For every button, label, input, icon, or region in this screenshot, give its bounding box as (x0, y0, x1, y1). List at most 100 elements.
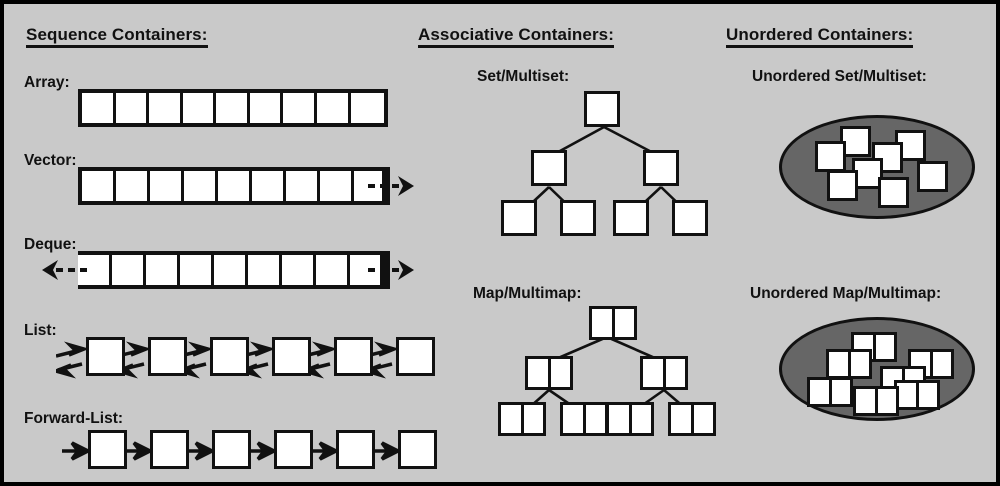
forward-list-node (398, 430, 437, 469)
node-cell (818, 144, 843, 169)
node-cell (881, 180, 906, 205)
heading-associative-containers: Associative Containers: (418, 26, 614, 48)
node-value-cell (832, 380, 851, 404)
node-key-cell (829, 352, 851, 376)
unordered-set-item (815, 141, 846, 172)
node-value-cell (851, 352, 870, 376)
node-cell (563, 203, 593, 233)
list-node (148, 337, 187, 376)
forward-list-node (150, 430, 189, 469)
node-key-cell (810, 380, 832, 404)
array-cell (316, 93, 351, 123)
array-cell (82, 93, 116, 123)
map-tree-leaf-node (668, 402, 716, 436)
vector-cell (320, 171, 354, 201)
set-tree-leaf-node (501, 200, 537, 236)
node-value-cell (524, 405, 544, 433)
deque-strip (78, 251, 390, 289)
set-tree-leaf-node (672, 200, 708, 236)
array-cell (350, 93, 385, 123)
node-cell (616, 203, 646, 233)
set-tree-internal-node (531, 150, 567, 186)
array-cell (115, 93, 150, 123)
node-value-cell (632, 405, 652, 433)
vector-cell (150, 171, 184, 201)
set-tree-root-node (584, 91, 620, 127)
unordered-set-item (917, 161, 948, 192)
set-tree-leaf-node (560, 200, 596, 236)
node-key-cell (563, 405, 586, 433)
array-cell (149, 93, 183, 123)
deque-cell (214, 255, 248, 285)
deque-cell (282, 255, 316, 285)
vector-cell (116, 171, 150, 201)
deque-cell (316, 255, 350, 285)
node-key-cell (911, 352, 933, 376)
node-key-cell (671, 405, 694, 433)
heading-unordered-containers: Unordered Containers: (726, 26, 914, 48)
node-value-cell (551, 359, 571, 387)
label-forward-list: Forward-List: (24, 410, 124, 427)
map-tree-leaf-node (606, 402, 654, 436)
unordered-set-item (878, 177, 909, 208)
list-node (272, 337, 311, 376)
vector-cell (184, 171, 218, 201)
vector-cell (82, 171, 116, 201)
array-strip (78, 89, 388, 127)
list-links (56, 341, 396, 379)
vector-growth-arrow-icon (368, 176, 414, 196)
label-deque: Deque: (24, 236, 77, 253)
vector-strip (78, 167, 390, 205)
node-value-cell (919, 383, 938, 407)
vector-cell (286, 171, 320, 201)
node-key-cell (856, 389, 878, 413)
node-value-cell (933, 352, 952, 376)
deque-cell (248, 255, 282, 285)
heading-sequence-containers: Sequence Containers: (26, 26, 208, 48)
node-key-cell (501, 405, 524, 433)
node-value-cell (694, 405, 714, 433)
deque-cell (112, 255, 146, 285)
list-node (334, 337, 373, 376)
label-set-multiset: Set/Multiset: (477, 68, 570, 85)
forward-list-links (62, 441, 402, 461)
node-cell (843, 129, 868, 154)
node-key-cell (609, 405, 632, 433)
label-list: List: (24, 322, 57, 339)
map-tree-internal-node (640, 356, 688, 390)
node-cell (855, 161, 880, 186)
node-cell (646, 153, 676, 183)
label-unordered-set-multiset: Unordered Set/Multiset: (752, 68, 927, 85)
node-key-cell (897, 383, 919, 407)
forward-list-node (212, 430, 251, 469)
set-tree-internal-node (643, 150, 679, 186)
map-tree-leaf-node (498, 402, 546, 436)
node-value-cell (586, 405, 606, 433)
map-tree-leaf-node (560, 402, 608, 436)
node-value-cell (615, 309, 635, 337)
node-value-cell (878, 389, 897, 413)
unordered-map-item (853, 386, 899, 416)
deque-cell (180, 255, 214, 285)
vector-cell (252, 171, 286, 201)
forward-list-node (88, 430, 127, 469)
label-unordered-map-multimap: Unordered Map/Multimap: (750, 285, 942, 302)
label-array: Array: (24, 74, 70, 91)
node-cell (504, 203, 534, 233)
vector-cell (218, 171, 252, 201)
set-tree-leaf-node (613, 200, 649, 236)
node-cell (830, 173, 855, 198)
array-cell (283, 93, 317, 123)
unordered-map-item (826, 349, 872, 379)
node-key-cell (528, 359, 551, 387)
node-key-cell (592, 309, 615, 337)
array-cell (216, 93, 250, 123)
map-tree-internal-node (525, 356, 573, 390)
node-cell (587, 94, 617, 124)
deque-growth-arrow-right-icon (368, 260, 414, 280)
forward-list-node (336, 430, 375, 469)
array-cell (249, 93, 284, 123)
node-value-cell (666, 359, 686, 387)
label-vector: Vector: (24, 152, 77, 169)
deque-growth-arrow-left-icon (42, 260, 88, 280)
